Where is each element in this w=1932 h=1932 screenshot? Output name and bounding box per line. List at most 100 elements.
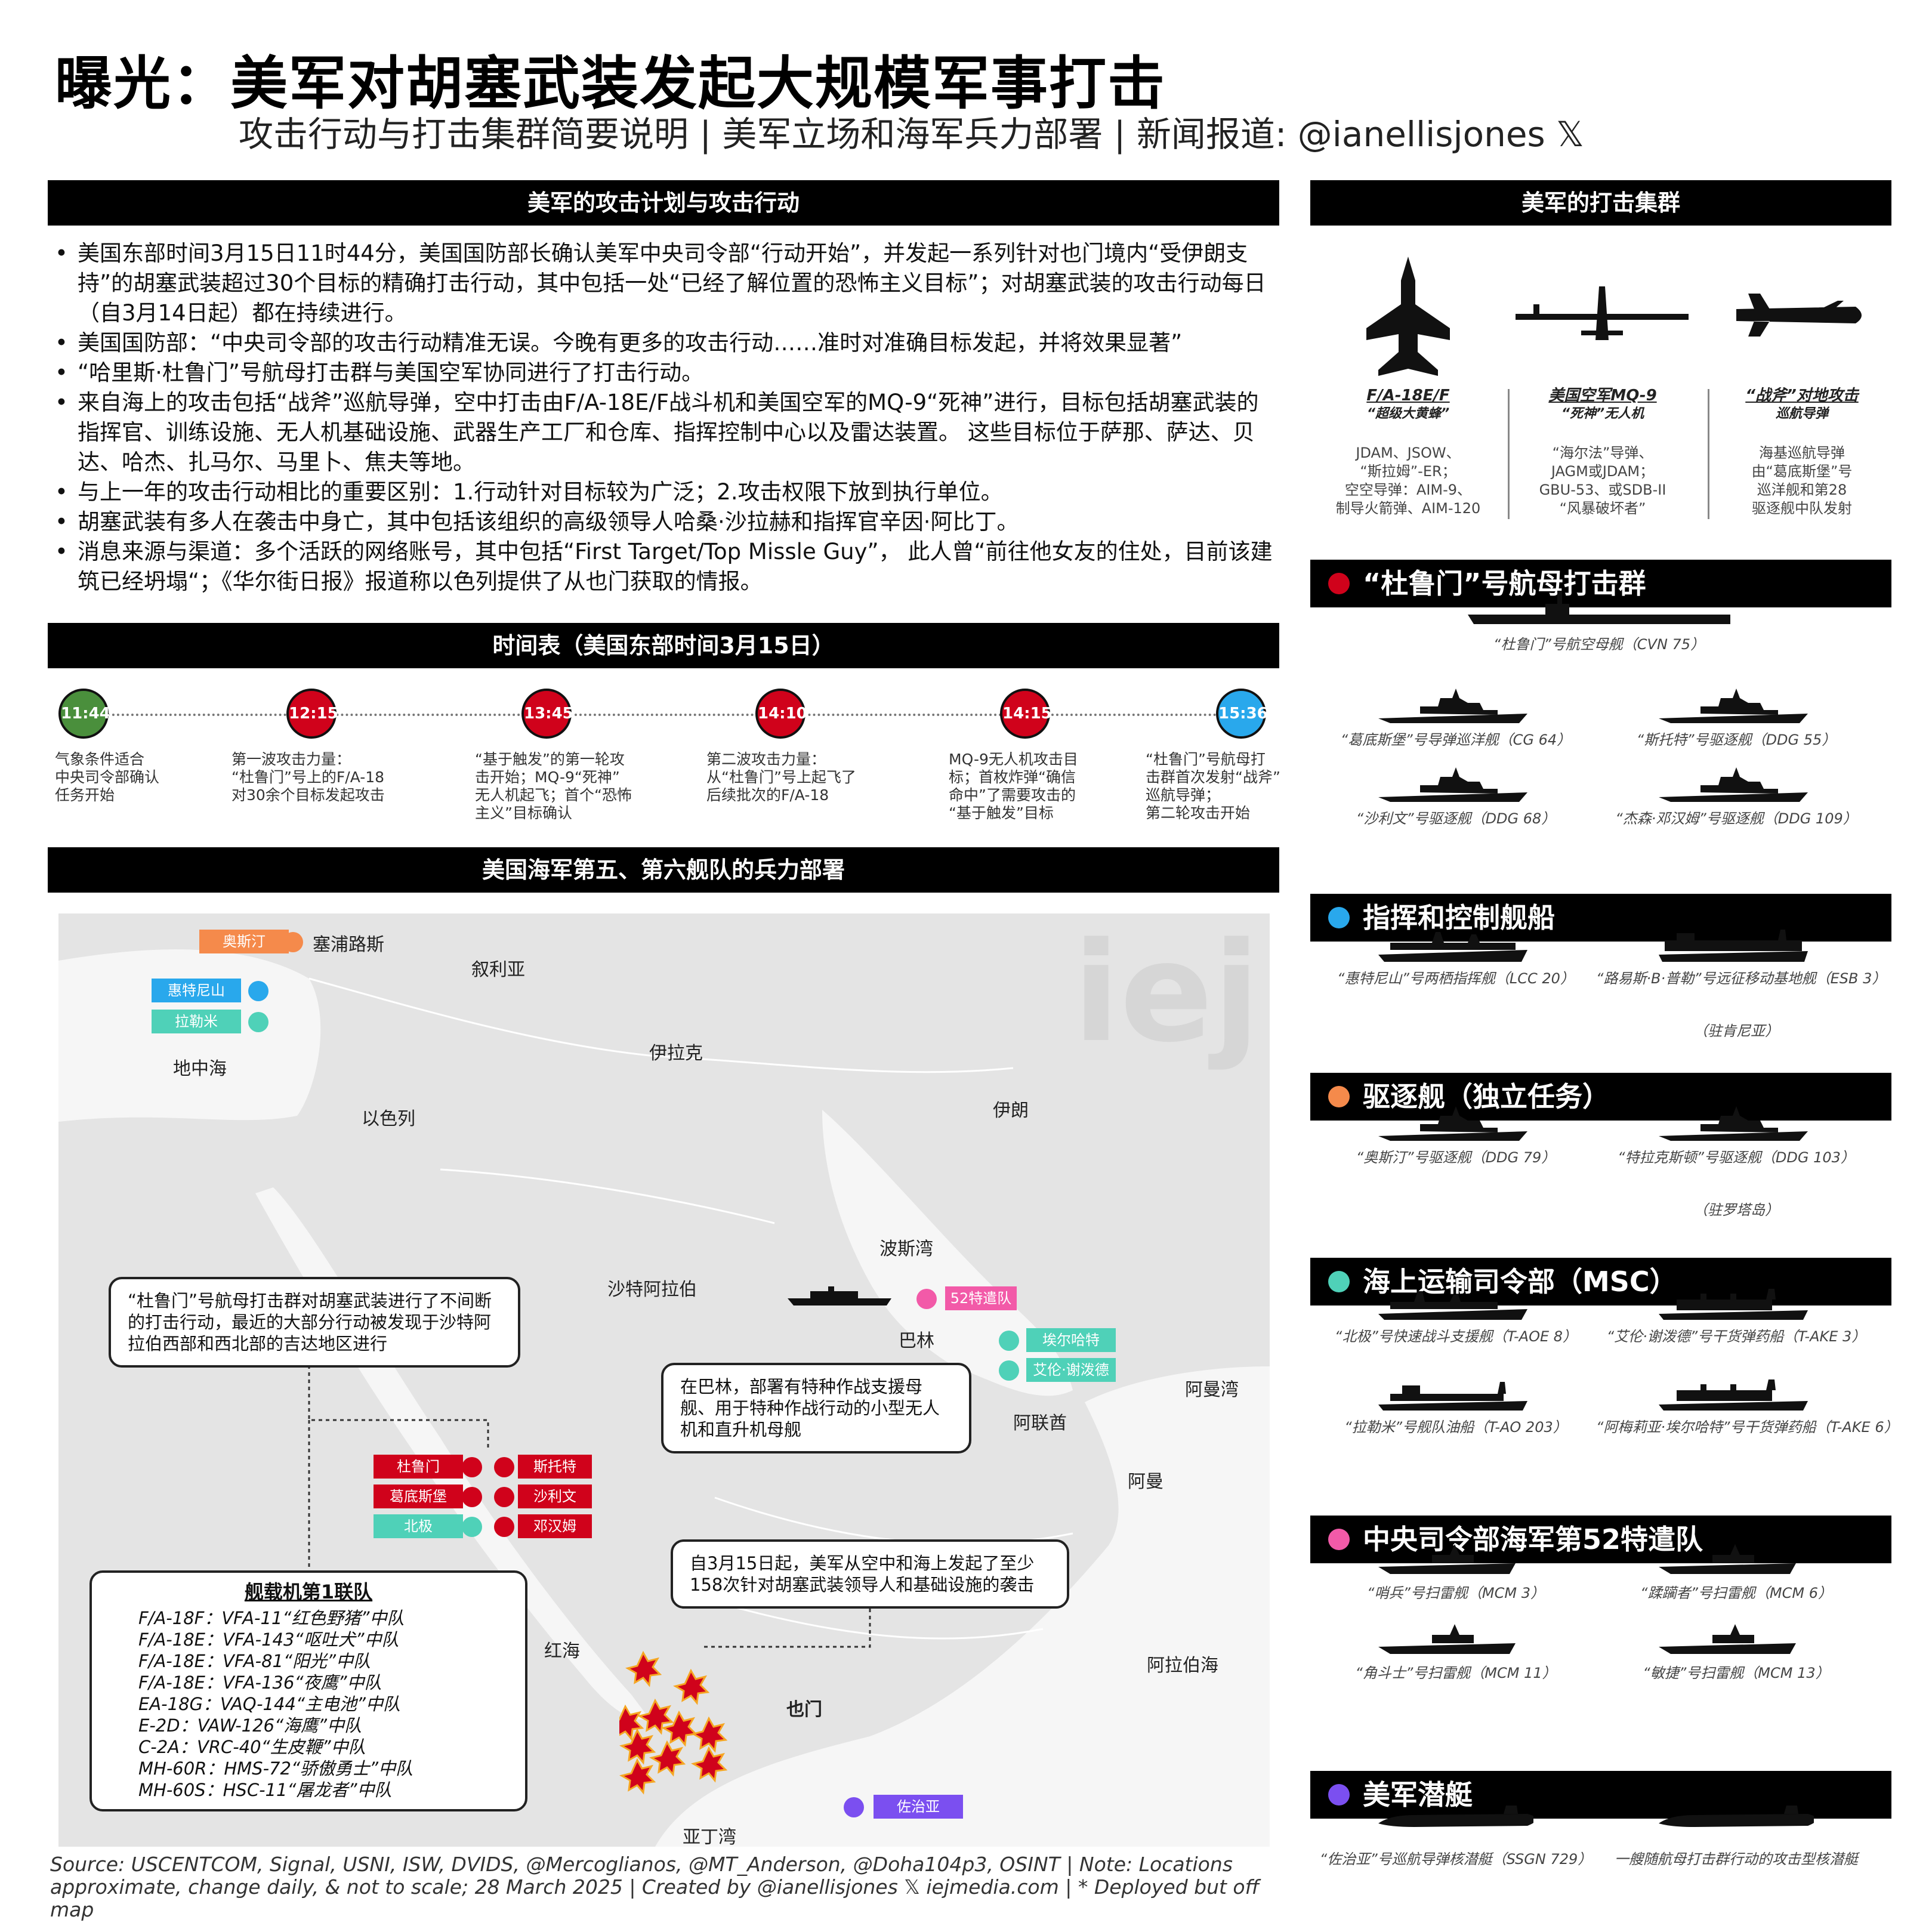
ship-silhouette-icon xyxy=(1659,689,1808,723)
tag-ramage: 拉勒米 xyxy=(152,1010,241,1033)
section-color-dot xyxy=(1328,1086,1350,1107)
map-label-red-sea: 红海 xyxy=(544,1641,580,1662)
tag-georgia: 佐治亚 xyxy=(874,1795,963,1819)
ship-silhouette-icon xyxy=(1659,1544,1796,1574)
ship-silhouette-icon xyxy=(1659,1379,1808,1411)
dot-georgia xyxy=(844,1797,864,1817)
map-label-bahrain: 巴林 xyxy=(899,1331,934,1351)
air-wing-item: MH-60S：HSC-11“屠龙者”中队 xyxy=(138,1780,392,1800)
ship-caption: （驻罗塔岛） xyxy=(1693,1202,1779,1218)
ship-silhouette-icon xyxy=(1378,1106,1527,1141)
fa18-icon xyxy=(1366,257,1450,376)
aircraft-weapons: JDAM、JSOW、 “斯拉姆”-ER； 空空导弹：AIM-9、 制导火箭弹、A… xyxy=(1335,445,1481,517)
tag-dunham: 邓汉姆 xyxy=(518,1514,592,1538)
source-note: Source: USCENTCOM, Signal, USNI, ISW, DV… xyxy=(50,1853,1260,1921)
tag-earhart: 埃尔哈特 xyxy=(1026,1328,1116,1352)
ship-caption: “哨兵”号扫雷舰（MCM 3） xyxy=(1367,1585,1545,1601)
ship-silhouette-icon xyxy=(1659,767,1808,802)
ship-caption: “奥斯汀”号驱逐舰（DDG 79） xyxy=(1356,1149,1556,1166)
dot-tf52 xyxy=(916,1289,937,1309)
air-wing-item: F/A-18E：VFA-143“呕吐犬”中队 xyxy=(138,1629,399,1650)
map-label-med: 地中海 xyxy=(173,1058,227,1079)
ship-caption: “艾伦·谢泼德”号干货弹药船（T-AKE 3） xyxy=(1606,1328,1866,1345)
dot-dunham xyxy=(494,1517,514,1537)
tag-truman: 杜鲁门 xyxy=(374,1455,463,1479)
timeline-event-text: MQ-9无人机攻击目 标；首枚炸弹“确信 命中”了需要攻击的 “基于触发”目标 xyxy=(949,751,1078,822)
strike-markers xyxy=(619,1650,728,1795)
map-label-syria: 叙利亚 xyxy=(471,959,525,980)
fleet-section-title: “杜鲁门”号航母打击群 xyxy=(1363,567,1646,600)
fleet-section-title: 中央司令部海军第52特遣队 xyxy=(1363,1523,1703,1556)
ship-silhouette-icon xyxy=(1378,767,1527,802)
tag-gettysburg: 葛底斯堡 xyxy=(374,1485,463,1508)
dot-arctic xyxy=(462,1517,482,1537)
ship-caption: “杰森·邓汉姆”号驱逐舰（DDG 109） xyxy=(1615,810,1857,827)
ship-silhouette-icon xyxy=(1659,1806,1814,1827)
ship-silhouette-icon xyxy=(1378,1806,1533,1827)
aircraft-alias: “超级大黄蜂” xyxy=(1366,406,1450,421)
aircraft-weapons: 海基巡航导弹 由“葛底斯堡”号 巡洋舰和第28 驱逐舰中队发射 xyxy=(1751,445,1853,517)
map-label-cyprus: 塞浦路斯 xyxy=(313,934,384,955)
callout-truman: “杜鲁门”号航母打击群对胡塞武装进行了不间断的打击行动，最近的大部分行动被发现于… xyxy=(109,1277,520,1368)
deployment-map: iej 塞浦路斯 叙利亚 伊拉克 地中海 以色列 伊朗 波斯湾 沙特阿拉伯 巴林… xyxy=(58,913,1270,1847)
tag-whidbey: 惠特尼山 xyxy=(152,979,241,1002)
fleet-section-title: 美军潜艇 xyxy=(1363,1779,1473,1811)
section-color-dot xyxy=(1328,1529,1350,1550)
timeline-node: 15:36 xyxy=(1216,689,1268,739)
ship-silhouette-icon xyxy=(1659,930,1808,962)
air-wing-item: EA-18G：VAQ-144“主电池”中队 xyxy=(138,1694,400,1714)
aircraft-alias: “死神”无人机 xyxy=(1561,406,1644,421)
section-color-dot xyxy=(1328,907,1350,928)
attack-bullet: 消息来源与渠道：多个活跃的网络账号，其中包括“First Target/Top … xyxy=(50,537,1279,597)
air-wing-item: F/A-18E：VFA-81“阳光”中队 xyxy=(138,1651,371,1671)
page-title: 曝光：美军对胡塞武装发起大规模军事打击 xyxy=(55,50,1166,117)
tag-shepard: 艾伦·谢泼德 xyxy=(1026,1358,1116,1382)
map-label-iran: 伊朗 xyxy=(993,1100,1029,1121)
tag-oscar-austin: 奥斯汀 xyxy=(199,930,289,953)
bahrain-ship-icon xyxy=(788,1286,891,1306)
deployment-heading: 美国海军第五、第六舰队的兵力部署 xyxy=(48,847,1279,893)
mq9-icon xyxy=(1516,286,1689,340)
fleet-section-heading: 指挥和控制舰船 xyxy=(1310,894,1891,942)
air-wing-item: MH-60R：HMS-72“骄傲勇士”中队 xyxy=(138,1758,413,1779)
ship-silhouette-icon xyxy=(1378,1291,1527,1320)
strike-groups-heading: 美军的打击集群 xyxy=(1310,180,1891,226)
ship-caption: “葛底斯堡”号导弹巡洋舰（CG 64） xyxy=(1340,732,1572,748)
ship-caption: “阿梅莉亚·埃尔哈特”号干货弹药船（T-AKE 6） xyxy=(1596,1419,1899,1436)
ship-caption: “敏捷”号扫雷舰（MCM 13） xyxy=(1643,1665,1830,1681)
page-subtitle: 攻击行动与打击集群简要说明 | 美军立场和海军兵力部署 | 新闻报道: @ian… xyxy=(239,114,1584,155)
map-watermark: iej xyxy=(1073,913,1260,1073)
ship-caption: “路易斯·B·普勒”号远征移动基地舰（ESB 3） xyxy=(1596,970,1887,987)
ship-caption: “沙利文”号驱逐舰（DDG 68） xyxy=(1356,810,1556,827)
aircraft-name: F/A-18E/F xyxy=(1366,387,1450,405)
section-color-dot xyxy=(1328,573,1350,594)
timeline-node: 13:45 xyxy=(521,689,573,739)
ship-silhouette-icon xyxy=(1378,1382,1527,1411)
timeline-node: 14:10 xyxy=(755,689,807,739)
callout-bahrain: 在巴林，部署有特种作战支援母舰、用于特种作战行动的小型无人机和直升机母舰 xyxy=(661,1363,971,1453)
fleet-section-heading: “杜鲁门”号航母打击群 xyxy=(1310,560,1891,607)
attack-bullet: 来自海上的攻击包括“战斧”巡航导弹，空中打击由F/A-18E/F战斗机和美国空军… xyxy=(50,388,1279,477)
dot-stout xyxy=(494,1457,514,1477)
ship-caption: （驻肯尼亚） xyxy=(1693,1023,1779,1039)
attack-plan-heading: 美军的攻击计划与攻击行动 xyxy=(48,180,1279,226)
ship-caption: “惠特尼山”号两栖指挥舰（LCC 20） xyxy=(1337,970,1575,987)
attack-bullet: 与上一年的攻击行动相比的重要区别：1.行动针对目标较为广泛；2.攻击权限下放到执… xyxy=(50,477,1279,507)
map-label-yemen: 也门 xyxy=(786,1699,822,1720)
timeline-event-text: “基于触发”的第一轮攻 击开始；MQ-9“死神” 无人机起飞；首个“恐怖 主义”… xyxy=(475,751,632,822)
ship-silhouette-icon xyxy=(1378,689,1527,723)
callout-connectors xyxy=(308,1337,871,1648)
tag-stout: 斯托特 xyxy=(518,1455,592,1479)
tag-sullivans: 沙利文 xyxy=(518,1485,592,1508)
tomahawk-icon xyxy=(1736,294,1862,337)
ship-silhouette-icon xyxy=(1378,932,1527,962)
map-label-israel: 以色列 xyxy=(362,1109,415,1129)
air-wing-item: E-2D：VAW-126“海鹰”中队 xyxy=(138,1715,362,1736)
ship-caption: “特拉克斯顿”号驱逐舰（DDG 103） xyxy=(1618,1149,1855,1166)
air-wing-title: 舰载机第1联队 xyxy=(244,1581,373,1603)
dot-shepard xyxy=(999,1360,1019,1381)
map-label-oman: 阿曼 xyxy=(1128,1471,1163,1492)
ship-caption: “角斗士”号扫雷舰（MCM 11） xyxy=(1355,1665,1557,1681)
fleet-section-title: 指挥和控制舰船 xyxy=(1363,902,1555,934)
